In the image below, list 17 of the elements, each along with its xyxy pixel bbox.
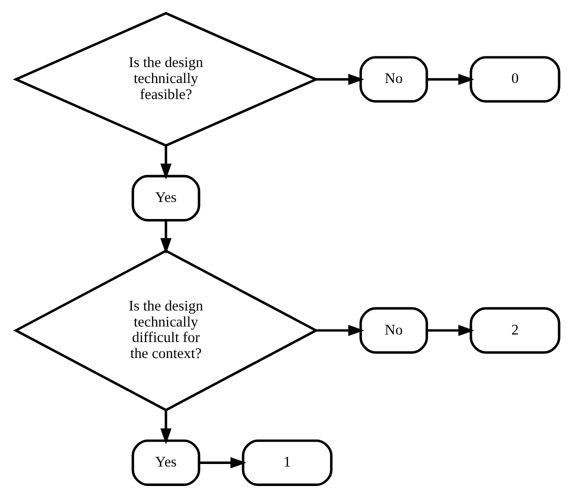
- node-box: No: [358, 56, 428, 103]
- node-box: Yes: [131, 439, 200, 486]
- arrow: [316, 324, 364, 336]
- arrow: [426, 74, 474, 85]
- node-diamond: Is the design technically difficult for the context?: [12, 249, 318, 412]
- arrow: [198, 457, 246, 468]
- node-box: Yes: [131, 174, 200, 222]
- node-box: 2: [469, 307, 560, 354]
- node-box: 1: [241, 439, 332, 486]
- node-box: 0: [469, 56, 560, 103]
- arrow: [426, 324, 474, 336]
- node-box: No: [358, 307, 428, 354]
- node-diamond: Is the design technically feasible?: [12, 12, 319, 147]
- arrow: [316, 74, 364, 85]
- arrow: [160, 410, 172, 444]
- arrow: [160, 146, 172, 180]
- arrow: [160, 220, 172, 254]
